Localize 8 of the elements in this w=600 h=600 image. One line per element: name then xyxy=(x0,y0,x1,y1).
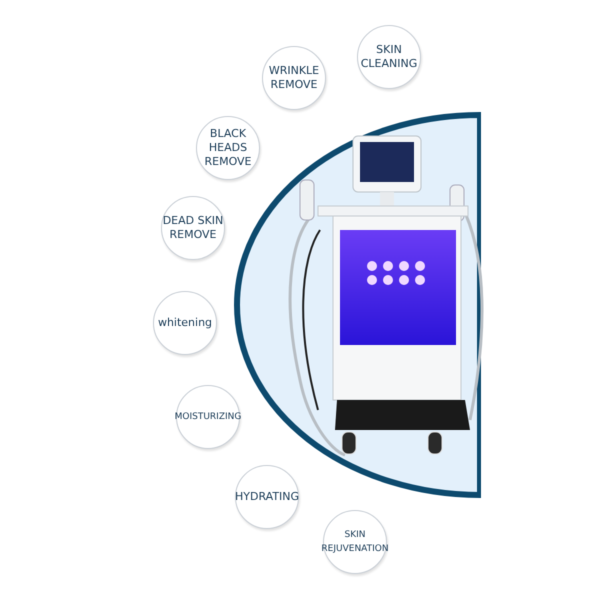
feature-label: SKIN CLEANING xyxy=(360,43,418,71)
feature-label: MOISTURIZING xyxy=(174,411,242,424)
feature-label: DEAD SKIN REMOVE xyxy=(162,214,224,242)
feature-label: BLACK HEADS REMOVE xyxy=(203,127,253,169)
feature-label: whitening xyxy=(158,316,212,330)
feature-label: SKIN REJUVENATION xyxy=(321,529,389,556)
feature-label: HYDRATING xyxy=(234,490,300,504)
feature-label: WRINKLE REMOVE xyxy=(268,64,320,92)
